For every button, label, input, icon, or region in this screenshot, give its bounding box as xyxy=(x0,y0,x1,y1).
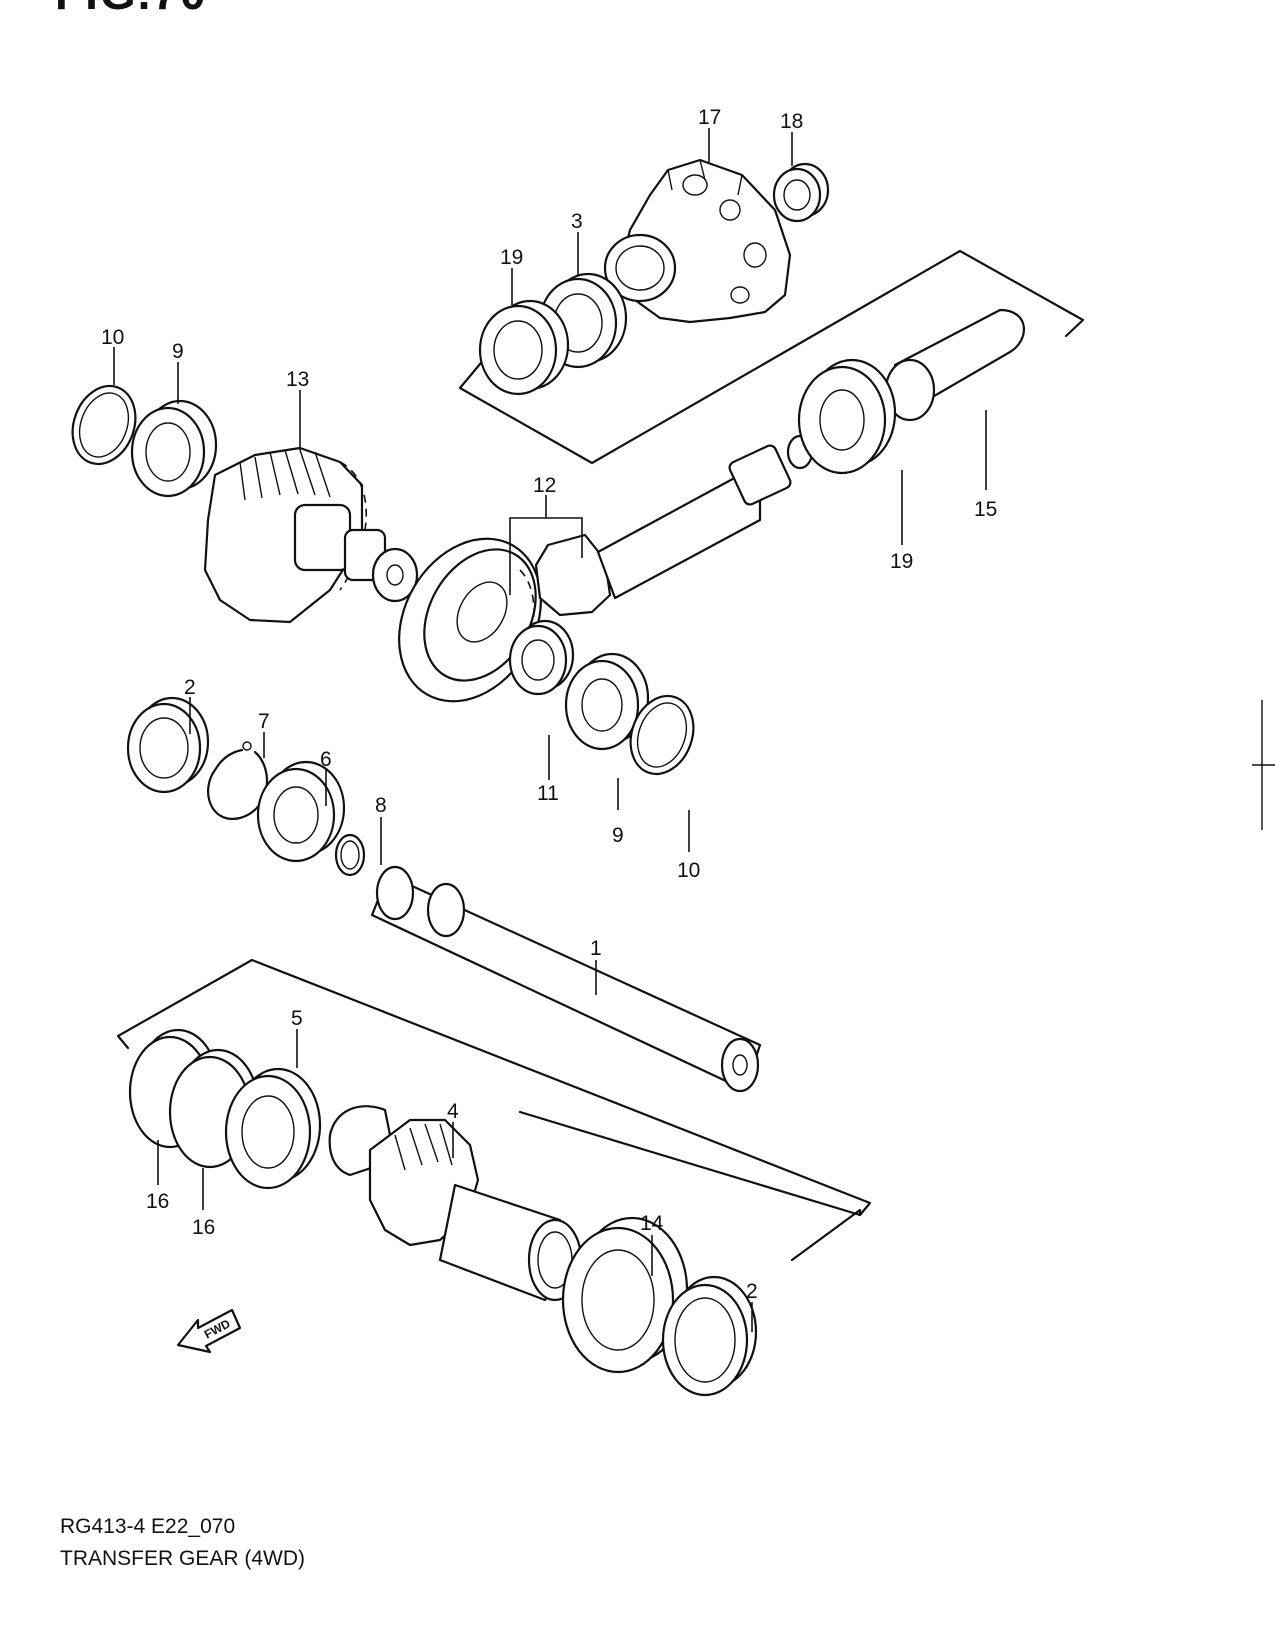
part-12-ring-gear xyxy=(398,537,542,703)
callout-19-upper: 19 xyxy=(500,246,523,269)
part-10-snap-ring-lower xyxy=(629,694,695,776)
callout-17: 17 xyxy=(698,106,721,129)
callout-2-upper: 2 xyxy=(184,676,196,699)
part-2-oil-seal-upper xyxy=(126,696,210,794)
page-edge-tick xyxy=(1252,700,1275,830)
callout-9-lower: 9 xyxy=(612,824,624,847)
part-8-snap-ring xyxy=(334,833,366,877)
callout-14: 14 xyxy=(640,1212,664,1235)
part-19-bearing-lower xyxy=(797,358,897,475)
callout-16-a: 16 xyxy=(146,1190,169,1213)
part-18-bearing xyxy=(772,162,830,223)
callout-16-b: 16 xyxy=(192,1216,215,1239)
part-9-bearing-upper xyxy=(130,399,218,498)
figure-label: FIG.70 xyxy=(55,0,208,20)
part-13-bevel-gear xyxy=(203,446,419,624)
callout-7: 7 xyxy=(258,710,270,733)
part-2-oil-seal-lower xyxy=(661,1275,758,1397)
callout-19-lower: 19 xyxy=(890,550,913,573)
callout-1: 1 xyxy=(590,937,602,960)
callout-5: 5 xyxy=(291,1007,303,1030)
part-15-shaft xyxy=(884,308,1025,422)
part-11-nut xyxy=(508,619,575,696)
part-10-snap-ring-upper xyxy=(71,384,137,466)
upper-assembly-frame xyxy=(458,249,1085,465)
callout-6: 6 xyxy=(320,748,332,771)
part-17-differential-case xyxy=(603,158,792,324)
diagram-title: TRANSFER GEAR (4WD) xyxy=(60,1547,306,1570)
callout-4: 4 xyxy=(447,1100,459,1123)
callout-11: 11 xyxy=(537,782,559,805)
part-5-bearing xyxy=(224,1067,322,1190)
callout-8: 8 xyxy=(375,794,387,817)
callout-18: 18 xyxy=(780,110,803,133)
part-14-bearing xyxy=(561,1216,689,1374)
part-12-drive-pinion xyxy=(534,434,814,617)
callout-9-upper: 9 xyxy=(172,340,184,363)
callout-leaders xyxy=(113,128,987,1332)
diagram-code: RG413-4 E22_070 xyxy=(60,1515,236,1538)
callout-3: 3 xyxy=(571,210,583,233)
callout-labels: 17 18 3 19 10 9 13 12 15 19 2 7 6 8 11 9… xyxy=(101,106,997,1303)
callout-2-lower: 2 xyxy=(746,1280,758,1303)
callout-10-upper: 10 xyxy=(101,326,124,349)
part-9-bearing-lower xyxy=(564,652,650,751)
callout-15: 15 xyxy=(974,498,997,521)
part-6-bearing xyxy=(256,760,346,863)
callout-12: 12 xyxy=(533,474,556,497)
part-19-bearing-upper xyxy=(478,299,570,396)
lower-assembly-frame xyxy=(116,958,872,1262)
fwd-arrow-icon: FWD xyxy=(176,1308,242,1354)
part-4-driven-gear xyxy=(328,1105,583,1302)
callout-13: 13 xyxy=(286,368,309,391)
part-1-output-shaft xyxy=(370,865,762,1093)
callout-10-lower: 10 xyxy=(677,859,700,882)
